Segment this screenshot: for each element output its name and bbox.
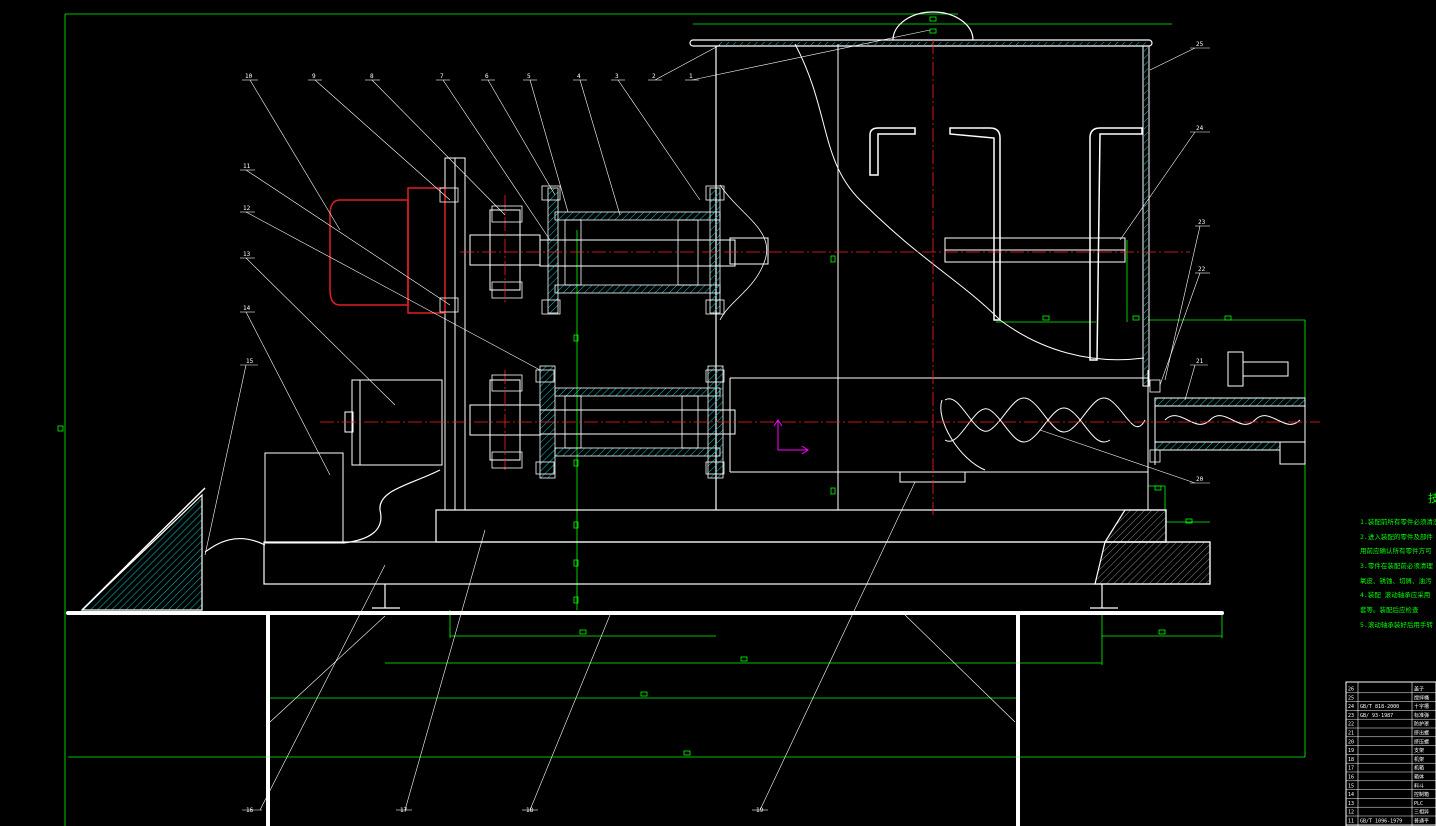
part-labels: 10 9 8 7 6 5 4 3 2 1 25 24 23 22 21 20 1… xyxy=(243,41,1206,814)
part-label-12: 12 xyxy=(243,205,251,212)
ucs-axis-marker xyxy=(773,419,809,455)
note-line: 用前应确认所有零件方可 xyxy=(1360,546,1432,555)
table-cell-no: 11 xyxy=(1348,819,1354,825)
part-label-11: 11 xyxy=(243,163,251,170)
table-cell-name: 标准弹 xyxy=(1414,712,1429,719)
table-cell-name: 普通平 xyxy=(1414,818,1429,825)
table-cell-no: 18 xyxy=(1348,757,1354,763)
dimension-markers xyxy=(57,16,1232,756)
table-cell-no: 12 xyxy=(1348,810,1354,816)
table-cell-name: PLC xyxy=(1414,801,1423,807)
table-cell-name: 料斗 xyxy=(1414,782,1424,789)
leader-baselines xyxy=(240,47,1210,811)
leader-lines xyxy=(204,29,1201,811)
table-cell-no: 26 xyxy=(1348,687,1354,693)
table-cell-no: 13 xyxy=(1348,801,1354,807)
table-cell-no: 19 xyxy=(1348,748,1354,754)
part-label-9: 9 xyxy=(312,73,316,80)
table-cell-name: 挤出螺 xyxy=(1414,730,1429,737)
support-plate xyxy=(444,157,466,511)
part-label-15: 15 xyxy=(246,358,254,365)
table-cell-name: 机箱 xyxy=(1414,765,1424,772)
part-label-10: 10 xyxy=(245,73,253,80)
part-label-1: 1 xyxy=(689,73,693,80)
table-cell-no: 21 xyxy=(1348,731,1354,737)
mixing-tank xyxy=(689,11,1153,510)
note-line: 4.装配 滚动轴承应采用 xyxy=(1360,590,1430,599)
part-label-17: 17 xyxy=(400,807,408,814)
bolts xyxy=(439,185,1161,475)
part-label-5: 5 xyxy=(527,73,531,80)
centerlines xyxy=(320,40,1320,515)
table-cell-no: 16 xyxy=(1348,775,1354,781)
part-label-7: 7 xyxy=(440,73,444,80)
notes-title: 技 xyxy=(1428,492,1436,505)
table-cell-no: 23 xyxy=(1348,713,1354,719)
feed-hopper xyxy=(80,487,206,611)
part-label-13: 13 xyxy=(243,251,251,258)
part-label-6: 6 xyxy=(485,73,489,80)
note-line: 氧皮、锈蚀、切屑、油污 xyxy=(1360,576,1432,585)
table-cell-no: 15 xyxy=(1348,783,1354,789)
table-cell-std: GB/ 93-1987 xyxy=(1360,713,1393,719)
table-cell-no: 22 xyxy=(1348,722,1354,728)
table-cell-name: 控制箱 xyxy=(1414,791,1429,798)
part-label-18: 18 xyxy=(526,807,534,814)
table-cell-no: 25 xyxy=(1348,695,1354,701)
part-label-8: 8 xyxy=(370,73,374,80)
table-cell-no: 17 xyxy=(1348,766,1354,772)
part-label-23: 23 xyxy=(1198,219,1206,226)
table-cell-std: GB/T 818-2000 xyxy=(1360,704,1399,710)
table-cell-name: 支架 xyxy=(1414,747,1424,754)
agitator xyxy=(869,127,1143,361)
note-line: 1.装配前所有零件必须清洗 xyxy=(1360,517,1436,526)
machine-base xyxy=(66,469,1224,826)
note-line: 2.进入装配的零件及部件 xyxy=(1360,532,1433,541)
part-label-24: 24 xyxy=(1196,125,1204,132)
table-cell-std: GB/T 1096-1979 xyxy=(1360,819,1402,825)
table-cell-name: 三相异 xyxy=(1414,809,1429,816)
table-cell-name: 机架 xyxy=(1414,756,1424,763)
part-label-3: 3 xyxy=(615,73,619,80)
control-box xyxy=(264,452,344,544)
table-cell-name: 防护罩 xyxy=(1414,721,1429,728)
note-line: 3.零件在装配前必须清理 xyxy=(1360,561,1433,570)
note-line: 套等。装配后应检查 xyxy=(1360,605,1419,614)
dimension-lines xyxy=(64,13,1306,826)
part-label-25: 25 xyxy=(1196,41,1204,48)
table-cell-name: 十字槽 xyxy=(1414,703,1429,710)
part-label-4: 4 xyxy=(577,73,581,80)
lower-motor xyxy=(344,379,443,466)
technical-notes: 技 1.装配前所有零件必须清洗 2.进入装配的零件及部件 用前应确认所有零件方可… xyxy=(1360,492,1436,629)
part-label-2: 2 xyxy=(652,73,656,80)
part-label-22: 22 xyxy=(1198,266,1206,273)
table-cell-name: 搅拌桶 xyxy=(1414,694,1429,701)
table-cell-name: 箱体 xyxy=(1414,774,1424,781)
upper-shaft-assembly xyxy=(469,184,769,321)
table-cell-no: 20 xyxy=(1348,739,1354,745)
upper-motor xyxy=(329,187,446,314)
part-label-21: 21 xyxy=(1196,358,1204,365)
part-label-20: 20 xyxy=(1196,476,1204,483)
part-label-16: 16 xyxy=(246,807,254,814)
note-line: 5.滚动轴承装好后用手转 xyxy=(1360,620,1433,629)
screw-barrel xyxy=(729,351,1306,483)
table-cell-no: 24 xyxy=(1348,704,1354,710)
table-cell-name: 盖子 xyxy=(1414,686,1424,693)
table-cell-no: 14 xyxy=(1348,792,1354,798)
parts-table: 26 盖子 25 搅拌桶 24 GB/T 818-2000 十字槽 23 GB/ 93-1987… xyxy=(1345,681,1436,826)
part-label-19: 19 xyxy=(756,807,764,814)
part-label-14: 14 xyxy=(243,305,251,312)
table-cell-name: 挤压螺 xyxy=(1414,738,1429,745)
